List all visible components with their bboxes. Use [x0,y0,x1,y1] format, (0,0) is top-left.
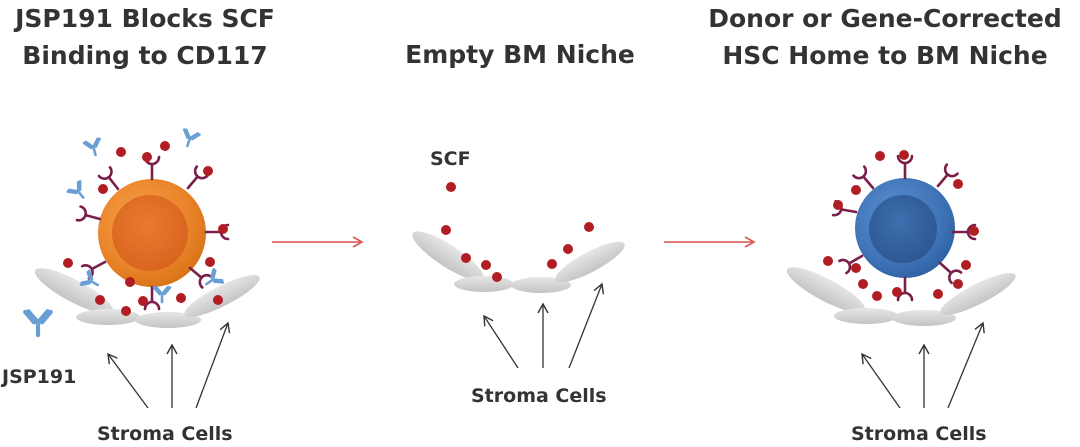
panel-1-scf [63,141,228,316]
stroma-cell [892,310,956,326]
panel-3-title-line2: HSC Home to BM Niche [722,41,1048,70]
panel-1-title-line1: JSP191 Blocks SCF [15,4,275,33]
panel-1-title-line2: Binding to CD117 [22,41,268,70]
stroma-cell [135,312,201,328]
panel-3-title-line1: Donor or Gene-Corrected [708,4,1062,33]
panel-2-scf [441,182,594,282]
hsc-blocked [98,179,206,287]
hsc-engrafted [855,178,955,278]
panel-3-pointers [861,321,985,409]
hsc-nucleus [869,195,937,263]
panel-2-title: Empty BM Niche [375,36,665,73]
panel-2-caption: Stroma Cells [471,385,607,407]
stroma-cell [555,241,625,283]
panel-1-pointers [107,321,231,409]
jsp191-legend-icon [25,311,51,335]
panel-1-title: JSP191 Blocks SCF Binding to CD117 [0,0,290,74]
panel-3-title: Donor or Gene-Corrected HSC Home to BM N… [690,0,1080,74]
stroma-cell [511,277,571,293]
panel-3-scf [823,150,979,301]
stroma-cell [34,268,114,314]
panel-2-stroma [412,231,625,293]
stroma-cell [412,231,484,281]
stroma-cell [184,274,260,318]
hsc-nucleus [112,195,188,271]
panel-1-caption: Stroma Cells [97,423,233,445]
scf-label: SCF [430,148,471,170]
stroma-cell [834,308,898,324]
stroma-cell [454,276,514,292]
stroma-cell [786,267,866,313]
panel-2-pointers [483,282,605,369]
stroma-cell [940,272,1016,316]
panel-1-stroma [34,268,260,328]
panel-3-stroma [786,267,1016,326]
jsp191-label: JSP191 [2,366,77,388]
panel-3-caption: Stroma Cells [851,423,987,445]
panel-2-title-line1: Empty BM Niche [405,40,635,69]
